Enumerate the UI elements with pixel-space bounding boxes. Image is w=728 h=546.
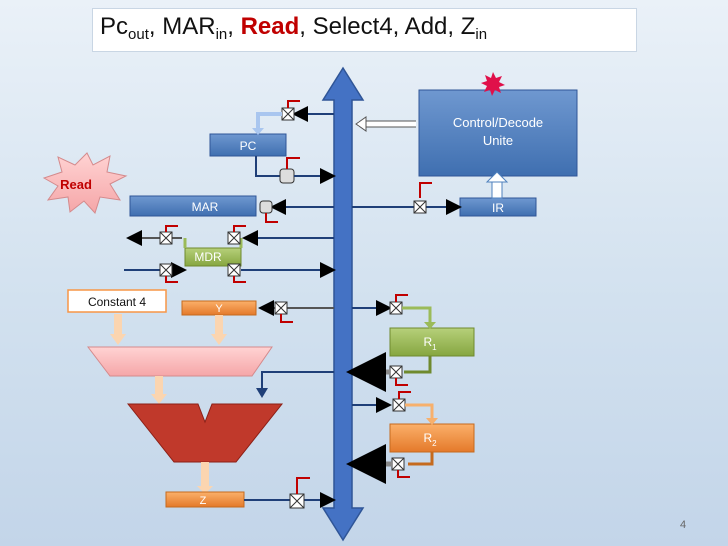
r2-in-gate-icon xyxy=(392,398,406,412)
r2-register xyxy=(389,423,475,453)
mdr-label: MDR xyxy=(194,250,222,264)
r1-register xyxy=(389,327,475,357)
control-signal-burst-icon xyxy=(481,72,505,96)
title-box xyxy=(92,8,637,52)
y-in-gate-icon xyxy=(274,301,288,315)
constant-4-box xyxy=(67,289,167,313)
pc-out-tristate-icon xyxy=(279,168,295,184)
title-sep: , xyxy=(227,13,241,40)
title-pc: Pc xyxy=(100,13,129,40)
alu xyxy=(126,403,284,463)
title-mar: MAR xyxy=(162,13,216,40)
title-rest: , Select4, Add, Z xyxy=(299,13,476,40)
title-z-sub: in xyxy=(475,26,488,43)
mar-register xyxy=(129,195,257,217)
pc-in-gate-icon xyxy=(281,107,295,121)
control-label-2: Unite xyxy=(483,133,513,148)
mdr-in-bus-gate-icon xyxy=(227,231,241,245)
slide-number: 4 xyxy=(680,519,686,531)
r2-out-gate-icon xyxy=(391,457,405,471)
ir-in-gate-icon xyxy=(413,200,427,214)
control-decode-unit xyxy=(418,89,578,177)
read-star-label: Read xyxy=(60,177,92,192)
z-out-gate-icon xyxy=(289,493,305,509)
pc-register xyxy=(209,133,287,157)
title-pc-sub: out xyxy=(128,26,149,43)
r1-label: R1 xyxy=(423,335,437,352)
mar-label: MAR xyxy=(192,200,219,214)
select-mux xyxy=(86,346,273,377)
ir-label: IR xyxy=(492,201,504,215)
r1-out-gate-icon xyxy=(389,365,403,379)
constant-4-label: Constant 4 xyxy=(88,295,146,309)
y-label: Y xyxy=(215,303,223,315)
title-mar-sub: in xyxy=(215,26,228,43)
z-label: Z xyxy=(200,495,207,507)
control-label-1: Control/Decode xyxy=(453,115,543,130)
r1-in-gate-icon xyxy=(389,301,403,315)
slide-title: Pcout, MARin, Read, Select4, Add, Zin xyxy=(100,10,487,52)
title-sep: , xyxy=(148,13,163,40)
mdr-in-mem-gate-icon xyxy=(159,263,173,277)
mar-in-tristate-icon xyxy=(259,200,273,214)
mdr-register xyxy=(184,247,242,267)
read-star-shape xyxy=(42,152,128,214)
mdr-out-mem-gate-icon xyxy=(159,231,173,245)
pc-label: PC xyxy=(240,139,257,153)
title-read: Read xyxy=(240,13,300,40)
mdr-out-bus-gate-icon xyxy=(227,263,241,277)
system-bus xyxy=(321,66,365,542)
r2-label: R2 xyxy=(423,431,437,448)
